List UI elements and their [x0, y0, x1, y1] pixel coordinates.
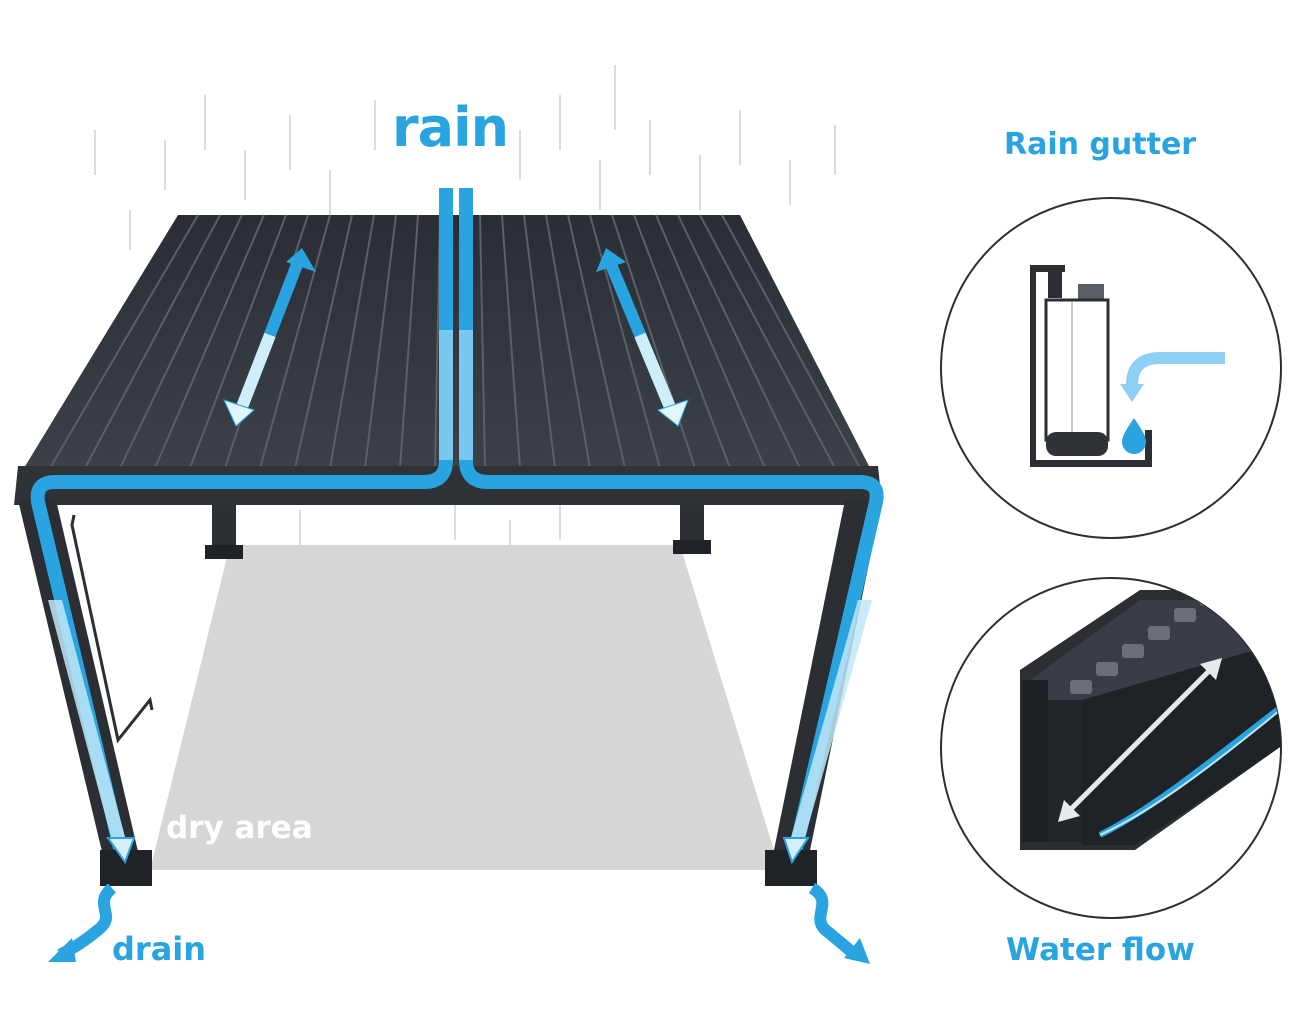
leg-arrow-left [106, 837, 136, 865]
rain-streaks [94, 65, 836, 555]
water-flow-detail [940, 577, 1282, 919]
roof-slope-arrow-left [223, 248, 316, 427]
dry-area-floor [150, 545, 780, 870]
roof-slope-arrow-right [596, 248, 689, 427]
dry-area-label: dry area [166, 810, 313, 846]
rain-gutter-label: Rain gutter [1004, 127, 1197, 162]
leg-arrow-right [782, 837, 810, 865]
drain-label: drain [112, 930, 207, 968]
drain-arrow-right [808, 882, 870, 964]
water-flow-path [30, 188, 884, 850]
crank-handle [70, 514, 154, 744]
flow-fade-overlays [48, 330, 872, 848]
water-flow-label: Water flow [1006, 932, 1195, 968]
rain-gutter-detail [940, 197, 1282, 539]
drain-arrow-left [48, 883, 117, 962]
rain-label: rain [392, 96, 509, 159]
